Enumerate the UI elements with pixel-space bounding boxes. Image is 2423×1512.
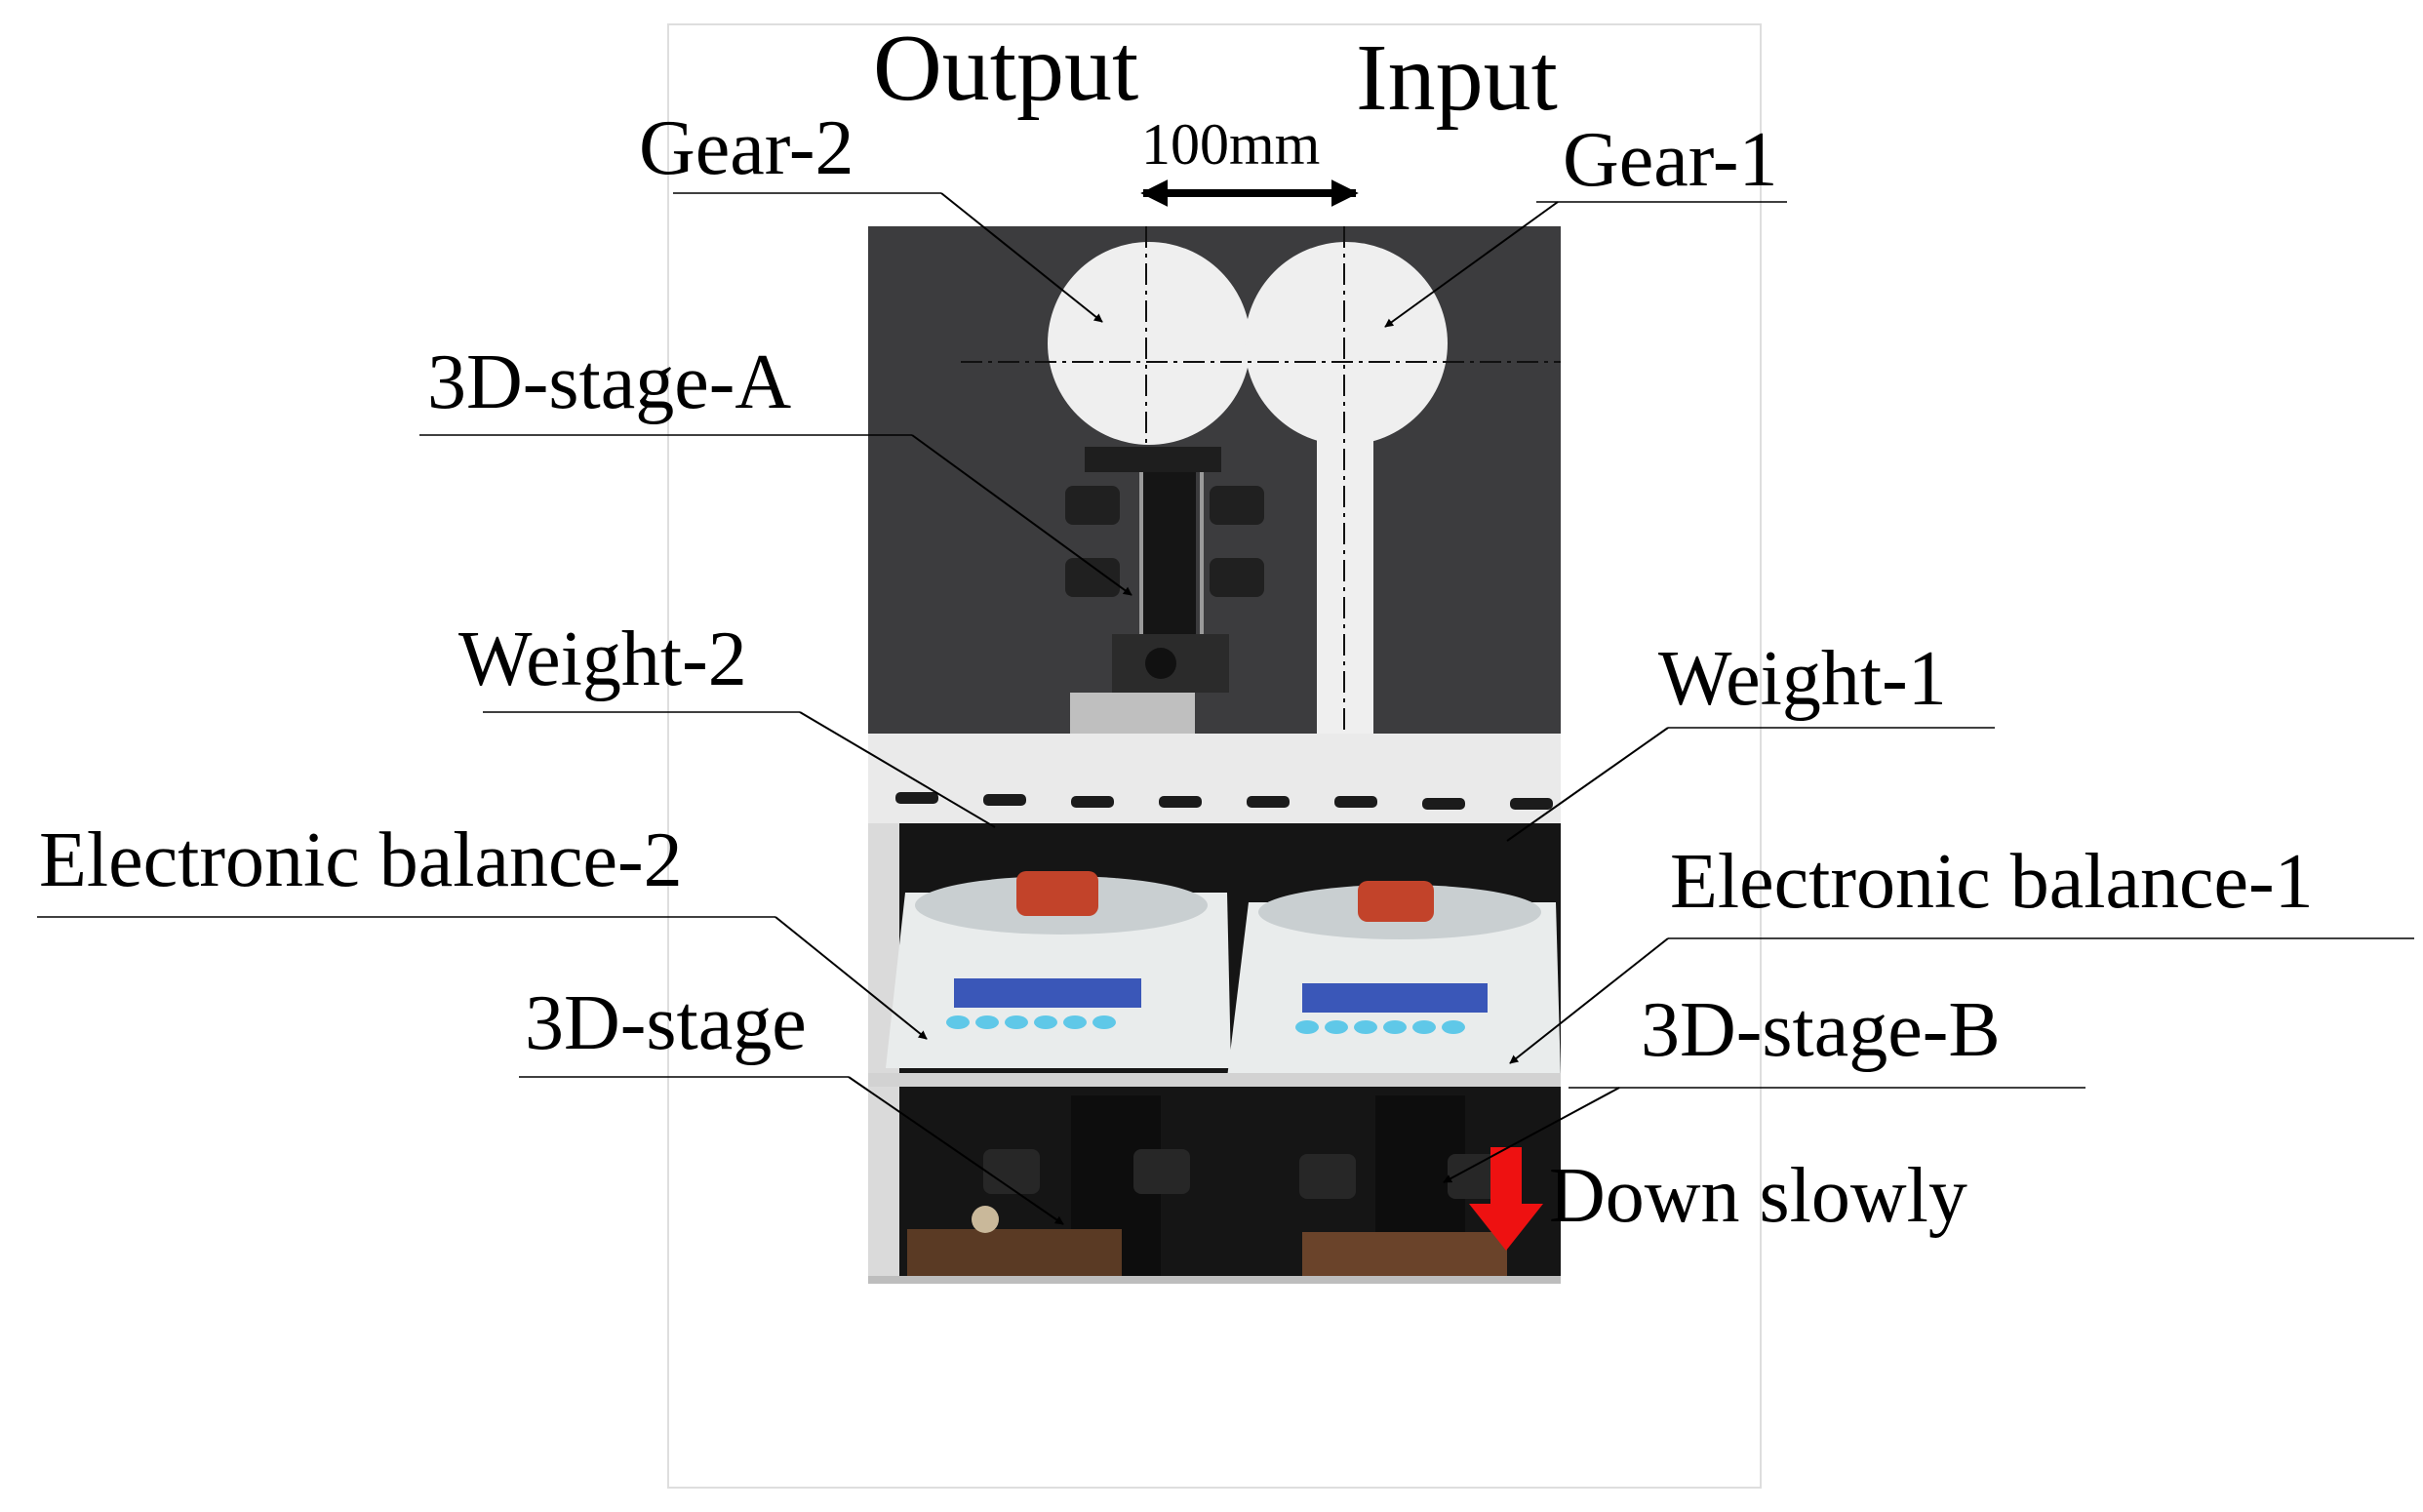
stage-b-leader <box>1443 1087 1620 1183</box>
output-label: Output <box>873 16 1138 121</box>
balance-2-leader <box>775 916 928 1040</box>
gear-1-disc <box>1245 242 1448 445</box>
stage-b-device <box>1299 1095 1507 1282</box>
balance-1-label: Electronic balance-1 <box>1670 839 2314 925</box>
lower-left-stage-device <box>907 1095 1190 1282</box>
balance-1-leader <box>1509 937 1669 1064</box>
balance-2-label: Electronic balance-2 <box>39 817 683 903</box>
label-underlines <box>37 192 2414 1089</box>
apparatus-photo <box>868 226 1561 1284</box>
gear-2-label: Gear-2 <box>639 105 854 191</box>
gear-2-leader <box>940 192 1103 323</box>
figure-frame <box>667 23 1762 1489</box>
photo-bottom-edge <box>868 1276 1561 1284</box>
gear-1-leader <box>1384 201 1559 328</box>
weight-1-label: Weight-1 <box>1658 636 1947 722</box>
lower-shelf <box>868 1073 1561 1087</box>
stage-label: 3D-stage <box>525 980 807 1066</box>
input-label: Input <box>1356 25 1558 131</box>
stage-b-label: 3D-stage-B <box>1641 987 2001 1073</box>
stage-a-leader <box>911 434 1132 596</box>
leader-lines <box>775 192 1669 1225</box>
stage-a-device <box>1065 447 1264 734</box>
weight-2-label: Weight-2 <box>458 617 747 702</box>
dimension-label: 100mm <box>1141 112 1320 177</box>
down-slowly-label: Down slowly <box>1549 1153 1967 1239</box>
balance-2-device <box>886 871 1231 1068</box>
weight-1-leader <box>1506 727 1669 842</box>
gear-1-label: Gear-1 <box>1563 117 1777 203</box>
weight-2-leader <box>799 711 996 828</box>
balance-1-device <box>1227 881 1561 1078</box>
stage-leader <box>848 1076 1064 1225</box>
gear-2-disc <box>1048 242 1251 445</box>
stage-a-label: 3D-stage-A <box>427 339 791 425</box>
upper-shelf <box>868 734 1561 823</box>
shelf-slots <box>895 792 1553 810</box>
down-arrow-icon <box>1469 1147 1543 1251</box>
